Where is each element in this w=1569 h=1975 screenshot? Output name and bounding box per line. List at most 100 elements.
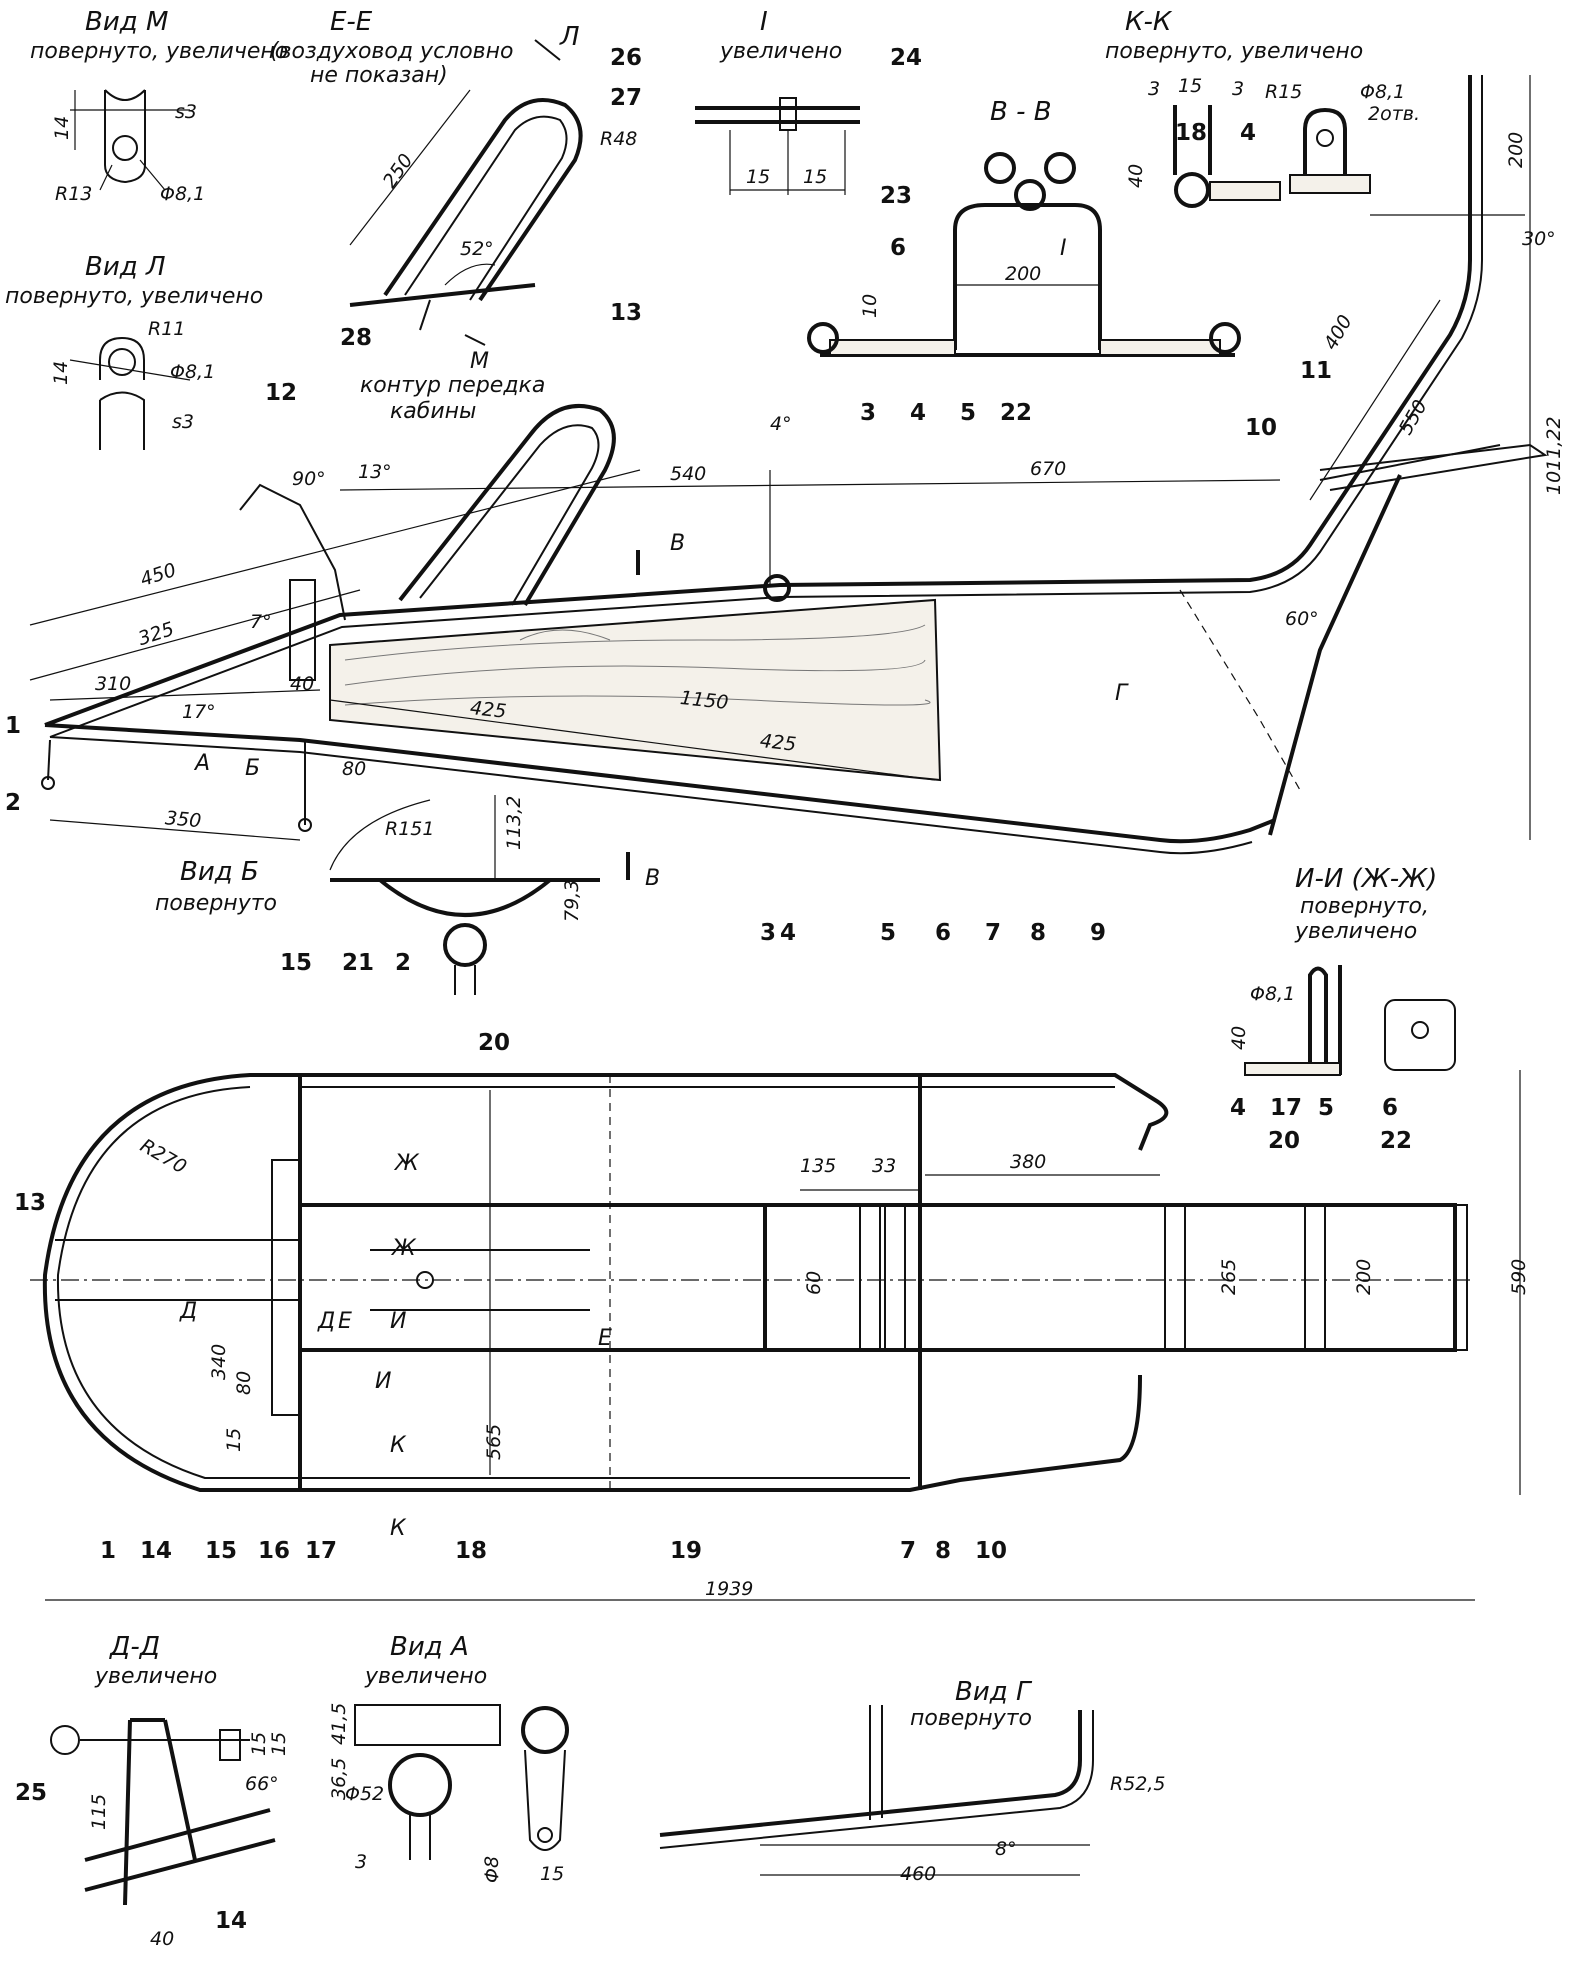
section-ee-floor xyxy=(349,283,536,307)
callout-5-side: 5 xyxy=(880,920,896,946)
sv-dim-1: 90° xyxy=(292,468,326,490)
section-kk-dim-holes: 2отв. xyxy=(1368,103,1420,125)
section-vv-title: В - В xyxy=(990,97,1052,127)
detail-i: I увеличено 15 15 xyxy=(695,7,860,195)
rear-brace xyxy=(1319,444,1501,481)
callout-6-ii: 6 xyxy=(1382,1095,1398,1121)
sv-view-a-arrow: А xyxy=(193,751,210,776)
sv-dim-22: 1011,22 xyxy=(1543,416,1565,495)
section-vv-dim-200: 200 xyxy=(1005,263,1041,285)
sv-dim-12: 425 xyxy=(469,697,507,723)
section-ee: Е-Е (воздуховод условно не показан) Л 25… xyxy=(270,7,637,374)
plan-front-crossbar xyxy=(271,1159,301,1416)
sv-dim-5: 670 xyxy=(1030,458,1066,480)
view-l-dim-r11: R11 xyxy=(148,318,185,340)
view-m-dim-phi: Φ8,1 xyxy=(160,183,205,205)
section-kk-dim-40: 40 xyxy=(1125,164,1147,188)
view-g: Вид Г повернуто R52,5 8° 460 xyxy=(659,1677,1166,1885)
section-ii-dim-phi: Φ8,1 xyxy=(1250,983,1295,1005)
callout-9-side: 9 xyxy=(1090,920,1106,946)
callout-13-ee: 13 xyxy=(610,300,642,326)
callout-15-plan: 15 xyxy=(205,1538,237,1564)
section-dd-subtitle: увеличено xyxy=(94,1664,217,1689)
detail-i-title: I xyxy=(760,7,768,37)
sv-section-b-bottom: В xyxy=(645,866,660,891)
plan-dim-565: 565 xyxy=(483,1424,505,1460)
callout-7-side: 7 xyxy=(985,920,1001,946)
callout-5-ii: 5 xyxy=(1318,1095,1334,1121)
plan-mark-zh-1: Ж xyxy=(393,1151,420,1176)
section-ee-subtitle-1: (воздуховод условно xyxy=(270,39,514,64)
section-ii-title: И-И (Ж-Ж) xyxy=(1295,864,1437,894)
view-b-dim-79: 79,3 xyxy=(561,880,583,922)
section-vv-tube-2 xyxy=(1044,152,1076,184)
callout-16-plan: 16 xyxy=(258,1538,290,1564)
cabin-front-contour xyxy=(239,483,346,621)
view-b: Вид Б повернуто R151 113,2 79,3 xyxy=(155,795,600,995)
callout-17-plan: 17 xyxy=(305,1538,337,1564)
plan-mark-e-1: Е xyxy=(338,1309,352,1334)
callout-4-vv: 4 xyxy=(910,400,926,426)
plan-dim-380: 380 xyxy=(1010,1151,1046,1173)
callout-2-view-b: 2 xyxy=(395,950,411,976)
callout-8-side: 8 xyxy=(1030,920,1046,946)
plan-dim-340: 340 xyxy=(208,1344,230,1380)
section-vv-rivet-detail xyxy=(1014,179,1046,211)
section-ee-dim-r48: R48 xyxy=(600,128,637,150)
section-kk-bracket xyxy=(1173,105,1212,175)
view-a-subtitle: увеличено xyxy=(364,1664,487,1689)
callout-22-vv: 22 xyxy=(1000,400,1032,426)
section-kk-dim-phi: Φ8,1 xyxy=(1360,81,1405,103)
callout-7-plan: 7 xyxy=(900,1538,916,1564)
view-a-dim-3: 3 xyxy=(355,1851,367,1873)
callout-25-dd: 25 xyxy=(15,1780,47,1806)
sv-dim-19: 200 xyxy=(1505,132,1527,168)
sv-dim-7: 325 xyxy=(135,618,176,650)
view-a-dim-15: 15 xyxy=(540,1863,564,1885)
sv-dim-10: 40 xyxy=(290,673,314,695)
detail-i-dim-2: 15 xyxy=(803,166,827,188)
plan-dim-200: 200 xyxy=(1353,1259,1375,1295)
part-callouts: 1 2 3 4 5 6 7 8 9 10 11 12 13 13 14 14 1… xyxy=(5,45,1412,1934)
callout-2-side: 2 xyxy=(5,790,21,816)
view-l-dim-14: 14 xyxy=(50,361,72,385)
section-dd-dim-15b: 15 xyxy=(268,1732,290,1756)
section-vv-tunnel xyxy=(953,203,1102,350)
view-l-subtitle: повернуто, увеличено xyxy=(5,284,263,309)
plan-mark-d-1: Д xyxy=(179,1299,197,1324)
view-g-dim-8: 8° xyxy=(995,1838,1017,1860)
callout-20-ii: 20 xyxy=(1268,1128,1300,1154)
callout-8-plan: 8 xyxy=(935,1538,951,1564)
callout-23-vv: 23 xyxy=(880,183,912,209)
section-ee-title: Е-Е xyxy=(330,7,373,37)
callout-5-vv: 5 xyxy=(960,400,976,426)
section-ii-dim-40: 40 xyxy=(1228,1026,1250,1050)
wooden-floor-board xyxy=(329,598,942,782)
view-m-dim-s3: s3 xyxy=(175,101,197,123)
section-vv-dim-10: 10 xyxy=(859,294,881,318)
plan-mark-zh-2: Ж xyxy=(390,1236,417,1261)
plan-dim-15: 15 xyxy=(223,1428,245,1452)
view-b-cradle xyxy=(378,878,552,917)
view-m-subtitle: повернуто, увеличено xyxy=(30,39,288,64)
view-m: Вид М повернуто, увеличено 14 s3 R13 Φ8,… xyxy=(30,7,288,205)
section-ee-air-duct-frame xyxy=(383,98,583,302)
view-b-subtitle: повернуто xyxy=(155,891,277,916)
section-dd: Д-Д увеличено 15 15 66° 115 40 xyxy=(50,1632,290,1950)
callout-6-vv: 6 xyxy=(890,235,906,261)
view-m-dim-r13: R13 xyxy=(55,183,92,205)
section-ii-subtitle-1: повернуто, xyxy=(1300,894,1429,919)
view-b-title: Вид Б xyxy=(180,857,259,887)
callout-19-plan: 19 xyxy=(670,1538,702,1564)
section-kk-dim-3a: 3 xyxy=(1148,78,1160,100)
plan-dim-265: 265 xyxy=(1218,1259,1240,1295)
callout-13-plan: 13 xyxy=(14,1190,46,1216)
plan-mark-k-2: К xyxy=(390,1516,407,1541)
section-kk-dim-r15: R15 xyxy=(1265,81,1302,103)
sv-section-b-top: В xyxy=(670,531,685,556)
section-kk-title: К-К xyxy=(1125,7,1173,37)
view-b-dim-r151: R151 xyxy=(385,818,434,840)
sv-dim-16: 350 xyxy=(164,807,202,832)
rear-strut xyxy=(1268,474,1402,836)
